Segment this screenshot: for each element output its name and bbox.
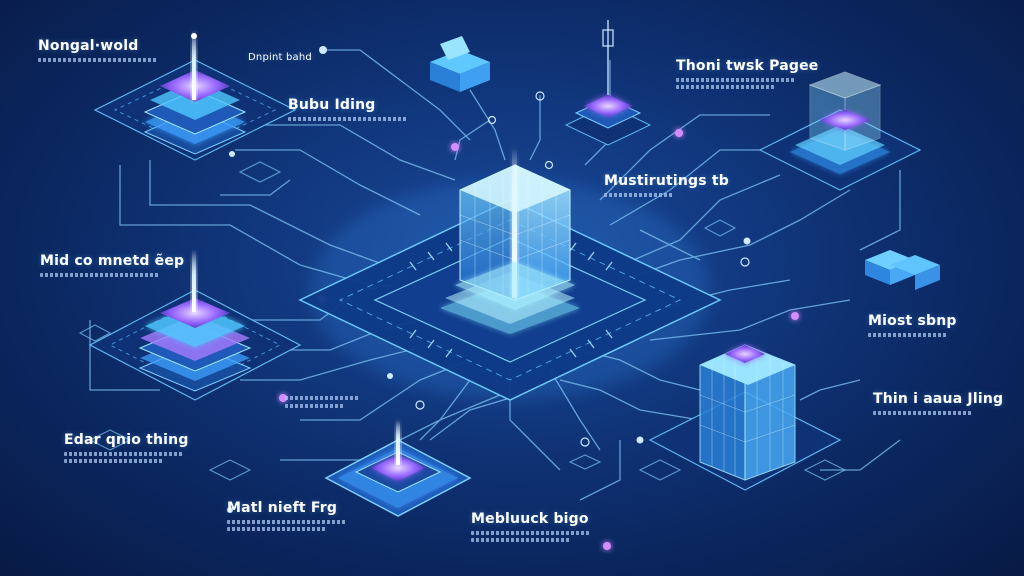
label-subtext [64, 459, 164, 463]
chip-outlines [78, 161, 847, 481]
node-dot [387, 373, 393, 379]
label-title: Dnpint bahd [248, 52, 312, 63]
node-dot [791, 312, 799, 320]
label-title: Nongal·wold [38, 38, 139, 54]
label-subtext [288, 117, 408, 121]
node-dot [544, 160, 554, 170]
node-dot [229, 151, 235, 157]
node-dot [740, 257, 750, 267]
node-dot [451, 143, 459, 151]
label-title: Bubu Iding [288, 97, 376, 113]
label-miost: Miost sbnp [868, 313, 957, 337]
label-title: Mustirutings tb [604, 173, 729, 189]
label-subtext [40, 273, 160, 277]
label-thoni: Thoni twsk Pagee [676, 58, 818, 89]
node-dot [580, 437, 590, 447]
node-dot [227, 507, 233, 513]
label-title: Edar qnio thing [64, 432, 189, 448]
label-matl: Matl nieft Frg [227, 500, 347, 531]
node-dot [636, 436, 644, 444]
label-center-caption [285, 396, 360, 408]
node-dot [603, 542, 611, 550]
label-edar: Edar qnio thing [64, 432, 189, 463]
label-subtext [227, 520, 347, 524]
label-subtext [285, 404, 345, 408]
chip-module-top-left [93, 30, 297, 161]
label-subtext [676, 78, 796, 82]
label-title: Thin i aaua Jling [873, 391, 1004, 407]
label-mid: Mid co mnetd ẽep [40, 253, 184, 277]
label-melb: Mebluuck bigo [471, 511, 591, 542]
label-dnpint: Dnpint bahd [248, 52, 312, 63]
label-subtext [64, 452, 184, 456]
label-subtext [38, 58, 158, 62]
chip-module-bottom-center [324, 420, 472, 517]
chip-module-mid-left [88, 250, 302, 401]
node-dot [415, 400, 425, 410]
label-title: Thoni twsk Pagee [676, 58, 819, 74]
label-musl: Mustirutings tb [604, 173, 729, 197]
tower-right [648, 344, 842, 491]
label-nongal: Nongal·wold [38, 38, 158, 62]
label-subtext [285, 396, 360, 400]
label-subtext [471, 531, 591, 535]
small-cube-top [430, 36, 490, 92]
node-dot [487, 115, 497, 125]
node-dot [675, 129, 683, 137]
label-subtext [676, 85, 776, 89]
label-subtext [604, 193, 674, 197]
block-cluster-right [865, 250, 940, 290]
label-subtext [873, 411, 973, 415]
label-subtext [471, 538, 571, 542]
central-tower [455, 148, 575, 310]
chip-module-top-right [758, 71, 922, 191]
label-subtext [868, 333, 948, 337]
label-subtext [227, 527, 327, 531]
label-title: Mid co mnetd ẽep [40, 253, 185, 269]
label-title: Mebluuck bigo [471, 511, 589, 527]
node-dot [743, 237, 751, 245]
chip-module-top-center [564, 20, 652, 146]
node-dot [319, 46, 327, 54]
label-title: Miost sbnp [868, 313, 957, 329]
node-dots [227, 46, 799, 550]
label-thin: Thin i aaua Jling [873, 391, 1003, 415]
node-dot [535, 91, 545, 101]
label-bubu: Bubu Iding [288, 97, 408, 121]
label-title: Matl nieft Frg [227, 500, 338, 516]
